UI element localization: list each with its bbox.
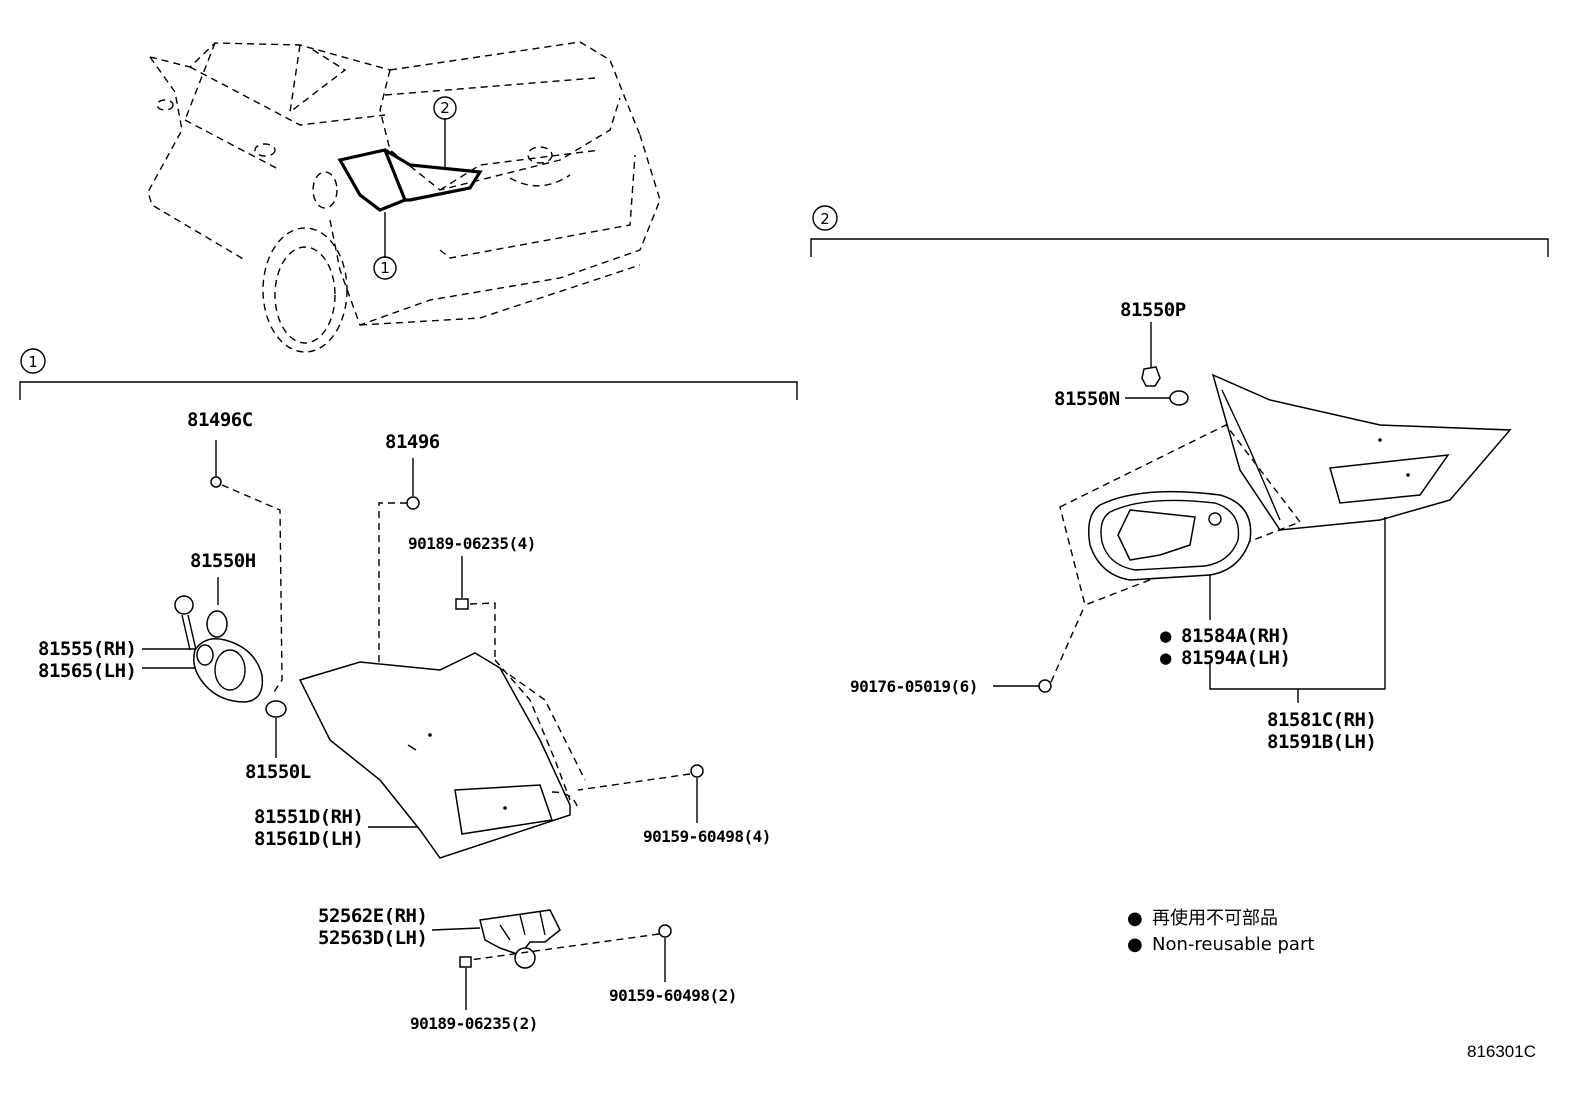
bulb-81550h-icon xyxy=(206,610,228,638)
label-90189-06235-4: 90189-06235(4) xyxy=(408,534,536,553)
screw-90189-06235-icon xyxy=(455,598,469,610)
gasket-81584a-icon xyxy=(1088,490,1252,581)
label-81496: 81496 xyxy=(385,431,440,453)
section-2-marker xyxy=(812,205,838,231)
clip-81496c-icon xyxy=(210,476,222,488)
label-81496c: 81496C xyxy=(187,409,253,431)
label-81555-rh: 81555(RH) xyxy=(38,638,136,660)
label-81594a-lh: 81594A(LH) xyxy=(1181,647,1290,669)
callout-1-marker xyxy=(373,256,397,280)
diagram-code: 816301C xyxy=(1467,1042,1536,1061)
nut-90159-60498-icon xyxy=(690,764,704,778)
section-2-inner-lamp xyxy=(810,205,1549,703)
label-81565-lh: 81565(LH) xyxy=(38,660,136,682)
outer-lamp-assembly-81551d-icon xyxy=(298,652,586,859)
clip-81496-icon xyxy=(406,496,420,510)
callout-1-number: 1 xyxy=(380,259,390,277)
nonreusable-marker-81594a: ● xyxy=(1160,647,1172,669)
section-2-bracket xyxy=(810,238,1549,257)
label-90176-05019-6: 90176-05019(6) xyxy=(850,677,978,696)
section-1-bracket xyxy=(19,381,798,400)
section-1-number: 1 xyxy=(28,353,38,371)
label-81591b-lh: 81591B(LH) xyxy=(1267,731,1376,753)
label-81550h: 81550H xyxy=(190,550,256,572)
label-81581c-rh: 81581C(RH) xyxy=(1267,709,1376,731)
section-1-outer-lamp xyxy=(19,348,798,1010)
callout-2-number: 2 xyxy=(440,99,450,117)
car-rear-overview-illustration xyxy=(147,41,661,353)
callout-2-marker xyxy=(433,96,457,120)
label-90159-60498-2: 90159-60498(2) xyxy=(609,986,737,1005)
label-81550l: 81550L xyxy=(245,761,311,783)
label-52563d-lh: 52563D(LH) xyxy=(318,927,427,949)
legend: ● 再使用不可部品 ● Non-reusable part xyxy=(1127,908,1314,955)
label-90189-06235-2: 90189-06235(2) xyxy=(410,1014,538,1033)
screw-90176-05019-icon xyxy=(1038,679,1052,693)
label-90159-60498-4: 90159-60498(4) xyxy=(643,827,771,846)
label-81584a-rh: 81584A(RH) xyxy=(1181,625,1290,647)
legend-text-ja: 再使用不可部品 xyxy=(1152,908,1278,929)
bulb-81550l-icon xyxy=(265,700,287,718)
nonreusable-marker-81584a: ● xyxy=(1160,625,1172,647)
socket-wire-harness-icon xyxy=(174,595,264,703)
legend-text-en: Non-reusable part xyxy=(1152,934,1314,955)
nut-90159-60498-small-icon xyxy=(658,924,672,938)
legend-marker-en: ● xyxy=(1127,934,1143,955)
label-81550n: 81550N xyxy=(1054,388,1120,410)
screw-90189-06235-small-icon xyxy=(459,956,472,968)
legend-marker-ja: ● xyxy=(1127,908,1143,929)
label-81561d-lh: 81561D(LH) xyxy=(254,828,363,850)
label-81550p: 81550P xyxy=(1120,299,1186,321)
bulb-81550n-icon xyxy=(1169,390,1189,406)
label-52562e-rh: 52562E(RH) xyxy=(318,905,427,927)
bracket-52562e-icon xyxy=(479,909,561,969)
section-1-marker xyxy=(20,348,46,374)
inner-lamp-81581c-icon xyxy=(1211,373,1512,531)
section-2-number: 2 xyxy=(820,210,830,228)
socket-81550p-icon xyxy=(1141,366,1161,387)
label-81551d-rh: 81551D(RH) xyxy=(254,806,363,828)
